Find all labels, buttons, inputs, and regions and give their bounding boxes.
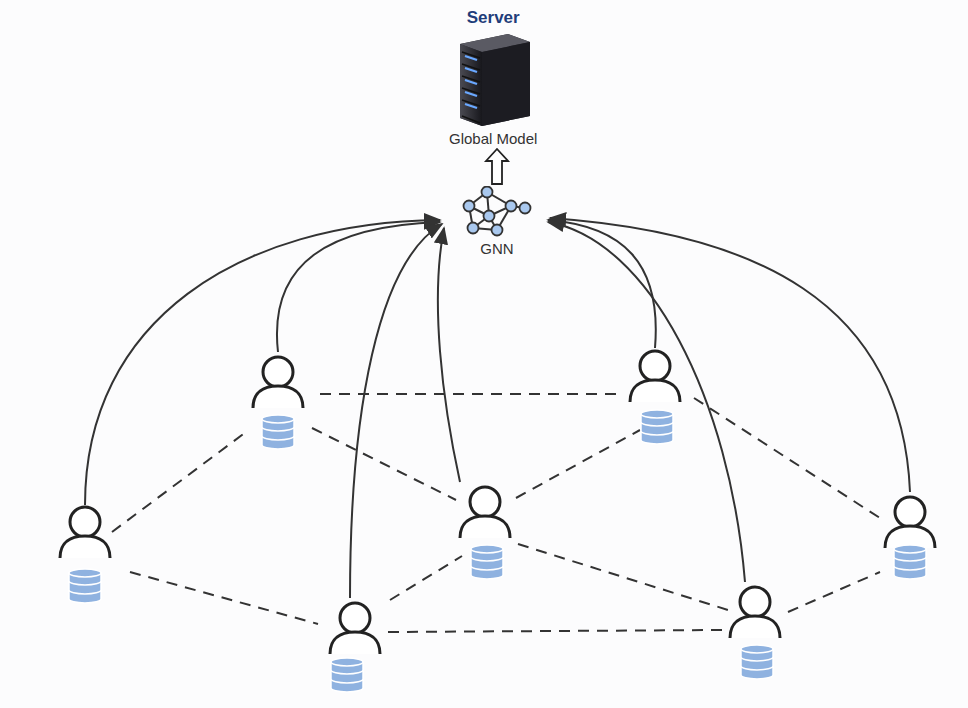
upload-arrows xyxy=(85,218,910,598)
server-node: ServerGlobal Model xyxy=(449,8,537,147)
server-icon xyxy=(450,32,536,128)
node-title: GNN xyxy=(480,240,513,257)
node-label: Global Model xyxy=(449,130,537,147)
node-title: Server xyxy=(467,8,520,28)
clients xyxy=(60,351,935,692)
upload-arrow xyxy=(486,149,508,184)
gnn-icon xyxy=(459,186,535,238)
gnn-node: GNN xyxy=(459,186,535,257)
